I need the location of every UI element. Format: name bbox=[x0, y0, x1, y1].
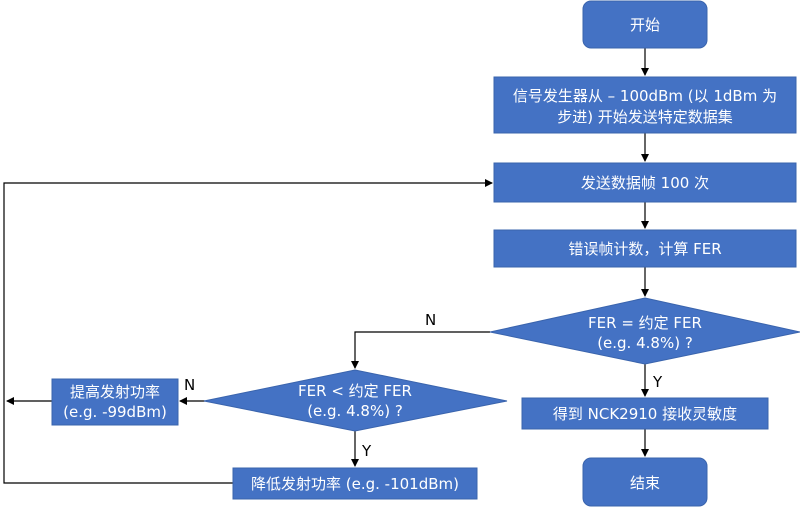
node-result-sensitivity-label: 得到 NCK2910 接收灵敏度 bbox=[553, 405, 737, 423]
node-increase-power: 提高发射功率 (e.g. -99dBm) bbox=[51, 378, 179, 426]
node-send-setup: 信号发生器从 – 100dBm (以 1dBm 为 步进) 开始发送特定数据集 bbox=[493, 76, 797, 134]
node-decision-less-line1: FER < 约定 FER bbox=[298, 382, 412, 400]
node-decision-equal-line1: FER = 约定 FER bbox=[588, 314, 702, 332]
node-send-frames-label: 发送数据帧 100 次 bbox=[581, 174, 709, 192]
node-count-errors-label: 错误帧计数，计算 FER bbox=[568, 240, 721, 258]
node-increase-power-line2: (e.g. -99dBm) bbox=[63, 403, 167, 421]
node-decision-less: FER < 约定 FER (e.g. 4.8%) ? bbox=[203, 369, 508, 432]
node-increase-power-line1: 提高发射功率 bbox=[70, 383, 160, 401]
edge-decision-equal-no bbox=[351, 331, 490, 369]
connectors bbox=[3, 48, 649, 484]
node-count-errors: 错误帧计数，计算 FER bbox=[493, 229, 797, 268]
node-send-frames: 发送数据帧 100 次 bbox=[493, 162, 797, 203]
node-send-setup-line1: 信号发生器从 – 100dBm (以 1dBm 为 bbox=[513, 87, 777, 105]
node-decision-equal-line2: (e.g. 4.8%) ? bbox=[597, 334, 693, 352]
node-decrease-power-label: 降低发射功率 (e.g. -101dBm) bbox=[251, 475, 459, 493]
node-start-label: 开始 bbox=[630, 16, 660, 34]
node-send-setup-line2: 步进) 开始发送特定数据集 bbox=[557, 108, 733, 126]
node-end-label: 结束 bbox=[630, 474, 660, 492]
label-less-yes: Y bbox=[361, 442, 372, 460]
node-end: 结束 bbox=[582, 457, 708, 507]
node-result-sensitivity: 得到 NCK2910 接收灵敏度 bbox=[521, 397, 769, 430]
label-equal-yes: Y bbox=[652, 373, 663, 391]
label-less-no: N bbox=[184, 376, 195, 394]
node-decision-equal: FER = 约定 FER (e.g. 4.8%) ? bbox=[489, 297, 800, 365]
edge-decrease-loop bbox=[3, 179, 493, 484]
node-decrease-power: 降低发射功率 (e.g. -101dBm) bbox=[232, 467, 478, 500]
node-decision-less-line2: (e.g. 4.8%) ? bbox=[307, 402, 403, 420]
label-equal-no: N bbox=[425, 311, 436, 329]
node-start: 开始 bbox=[582, 0, 708, 49]
